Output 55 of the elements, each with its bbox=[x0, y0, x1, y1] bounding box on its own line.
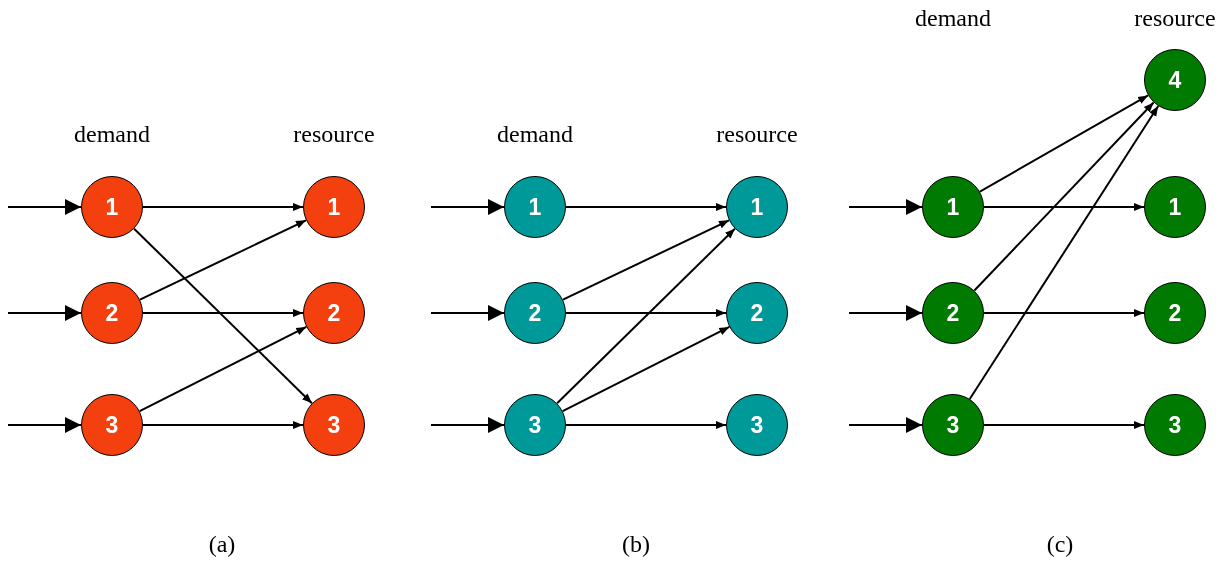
arrow bbox=[561, 219, 731, 301]
arrow bbox=[7, 417, 82, 433]
arrow bbox=[565, 309, 727, 317]
arrow bbox=[983, 421, 1145, 429]
arrow bbox=[983, 309, 1145, 317]
column-label: (b) bbox=[622, 530, 650, 559]
node-number: 3 bbox=[528, 413, 542, 437]
node-number: 2 bbox=[946, 301, 960, 325]
node-number: 2 bbox=[105, 301, 119, 325]
node-number: 2 bbox=[1168, 301, 1182, 325]
arrow bbox=[978, 94, 1150, 193]
column-label: demand bbox=[74, 120, 150, 149]
node-number: 1 bbox=[327, 195, 341, 219]
arrow bbox=[142, 309, 304, 317]
node-number: 1 bbox=[750, 195, 764, 219]
column-label: resource bbox=[716, 120, 798, 149]
node-number: 2 bbox=[528, 301, 542, 325]
arrow bbox=[848, 199, 923, 215]
column-label: (a) bbox=[208, 530, 236, 559]
arrow bbox=[848, 417, 923, 433]
node-number: 3 bbox=[946, 413, 960, 437]
arrow bbox=[142, 421, 304, 429]
arrow bbox=[133, 227, 313, 405]
node-number: 2 bbox=[327, 301, 341, 325]
column-label: resource bbox=[293, 120, 375, 149]
arrow bbox=[973, 101, 1155, 292]
node-number: 4 bbox=[1168, 68, 1182, 92]
arrow bbox=[430, 199, 505, 215]
node-number: 3 bbox=[105, 413, 119, 437]
node-number: 3 bbox=[327, 413, 341, 437]
arrow bbox=[968, 105, 1160, 400]
node-number: 2 bbox=[750, 301, 764, 325]
arrow bbox=[7, 305, 82, 321]
node-number: 1 bbox=[946, 195, 960, 219]
column-label: (c) bbox=[1046, 530, 1074, 559]
arrow bbox=[848, 305, 923, 321]
node-number: 1 bbox=[528, 195, 542, 219]
column-label: resource bbox=[1134, 4, 1216, 33]
column-label: demand bbox=[915, 4, 991, 33]
arrow bbox=[430, 417, 505, 433]
arrow bbox=[561, 325, 731, 413]
node-number: 3 bbox=[1168, 413, 1182, 437]
node-number: 1 bbox=[1168, 195, 1182, 219]
arrow bbox=[138, 325, 308, 413]
arrow bbox=[138, 219, 308, 301]
arrow bbox=[983, 203, 1145, 211]
column-label: demand bbox=[497, 120, 573, 149]
node-number: 1 bbox=[105, 195, 119, 219]
arrow bbox=[565, 203, 727, 211]
arrow bbox=[142, 203, 304, 211]
arrow bbox=[430, 305, 505, 321]
arrow bbox=[556, 227, 736, 405]
arrow bbox=[7, 199, 82, 215]
node-number: 3 bbox=[750, 413, 764, 437]
arrow bbox=[565, 421, 727, 429]
